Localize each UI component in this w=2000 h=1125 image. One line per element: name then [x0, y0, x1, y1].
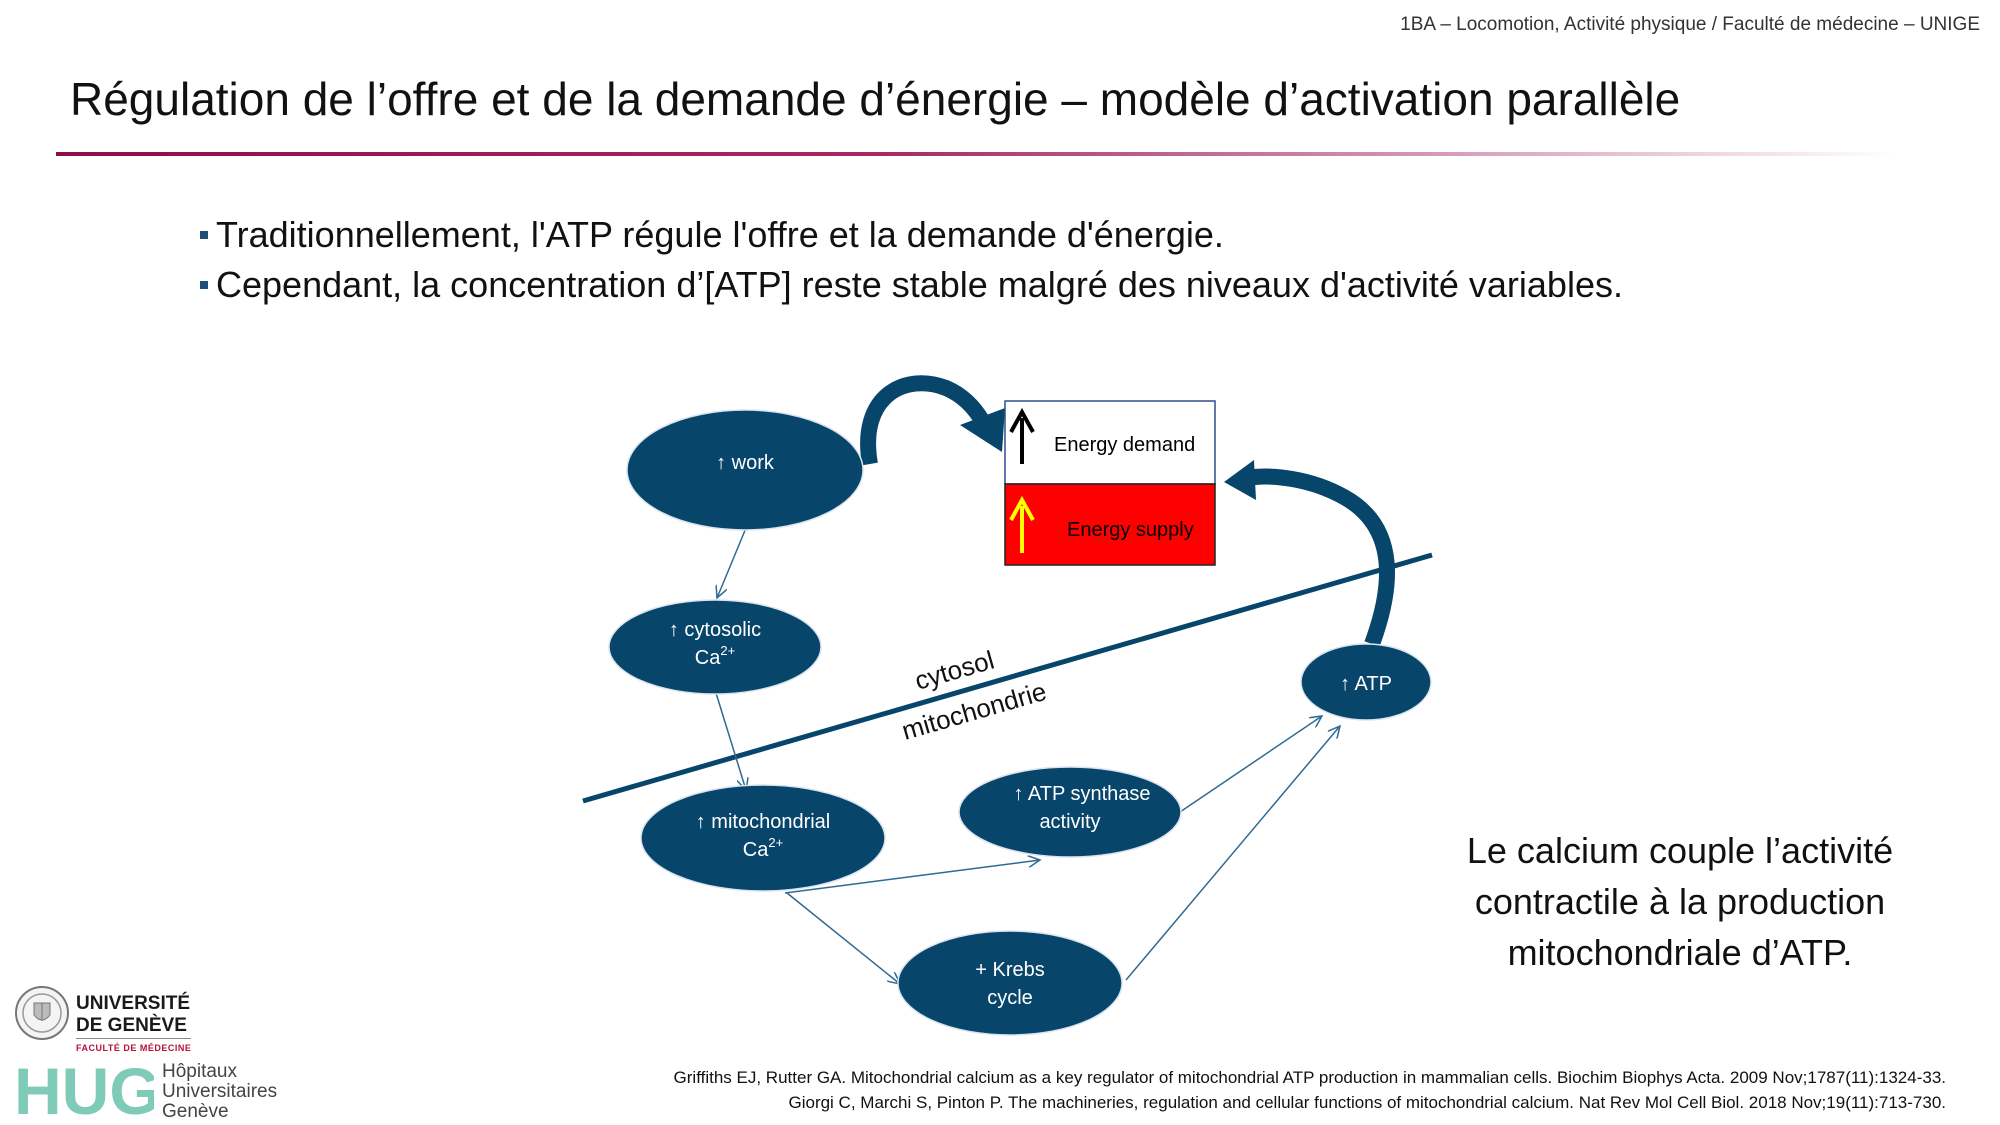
- bullet-list: Traditionnellement, l'ATP régule l'offre…: [200, 210, 1623, 310]
- node-cytosolic-ca-label: Ca2+: [695, 643, 735, 669]
- reference-line: Giorgi C, Marchi S, Pinton P. The machin…: [788, 1093, 1946, 1112]
- node-cytosolic-label: ↑ cytosolic: [669, 619, 761, 641]
- curved-arrow-work-to-demand: [860, 375, 990, 466]
- hug-line: Genève: [162, 1101, 229, 1122]
- curved-arrow-work-to-demand-head: [960, 408, 1005, 452]
- node-synthase-label-2: activity: [1039, 811, 1100, 833]
- node-work-label: ↑ work: [716, 452, 775, 474]
- arrow-cytosolic-to-mito: [715, 692, 746, 790]
- unige-line: DE GENÈVE: [76, 1015, 187, 1036]
- energy-demand-box: [1004, 400, 1216, 485]
- course-header: 1BA – Locomotion, Activité physique / Fa…: [1400, 14, 1980, 35]
- cytosol-label: cytosol: [911, 645, 997, 696]
- unige-faculty: FACULTÉ DE MÉDECINE: [76, 1043, 192, 1053]
- references: Griffiths EJ, Rutter GA. Mitochondrial c…: [674, 1065, 1946, 1115]
- node-atp-label: ↑ ATP: [1340, 673, 1392, 695]
- arrow-synthase-to-atp: [1179, 716, 1322, 813]
- svg-text:HUG: HUG: [14, 1058, 154, 1120]
- arrow-mito-to-synthase: [784, 860, 1040, 894]
- unige-seal-icon: [15, 986, 69, 1040]
- curved-arrow-atp-to-supply-head: [1224, 460, 1256, 500]
- curved-arrow-atp-to-supply: [1246, 468, 1396, 647]
- unige-wordmark: UNIVERSITÉ DE GENÈVE: [76, 993, 190, 1037]
- arrow-work-to-cytosolic: [717, 527, 747, 598]
- energy-supply-label: Energy supply: [1067, 519, 1194, 541]
- conclusion-line: mitochondriale d’ATP.: [1507, 932, 1853, 973]
- hug-wordmark: Hôpitaux Universitaires Genève: [162, 1062, 277, 1122]
- membrane-line: [582, 552, 1433, 804]
- unige-divider: [76, 1038, 191, 1039]
- bullet-marker: [200, 231, 208, 240]
- node-mito-ca-label: Ca2+: [743, 835, 783, 861]
- demand-up-arrow-icon: [1009, 407, 1035, 464]
- conclusion-line: contractile à la production: [1474, 881, 1886, 922]
- title-underline: [56, 152, 1896, 156]
- arrow-krebs-to-atp: [1125, 726, 1340, 981]
- slide-title: Régulation de l’offre et de la demande d…: [70, 73, 1681, 125]
- hug-line: Universitaires: [162, 1081, 278, 1102]
- energy-supply-box: [1004, 483, 1216, 566]
- conclusion-text: Le calcium couple l’activité contractile…: [1400, 825, 1960, 978]
- unige-line: UNIVERSITÉ: [76, 993, 191, 1014]
- bullet-marker: [200, 281, 208, 290]
- hug-line: Hôpitaux: [162, 1061, 237, 1082]
- supply-up-arrow-icon: [1009, 495, 1035, 553]
- node-synthase-label: ↑ ATP synthase: [1013, 783, 1150, 805]
- node-work: ↑ work: [626, 409, 864, 531]
- bullet-text: Traditionnellement, l'ATP régule l'offre…: [216, 214, 1224, 255]
- arrow-mito-to-krebs: [786, 892, 900, 984]
- node-krebs: + Krebs cycle: [897, 930, 1123, 1036]
- node-mito-label: ↑ mitochondrial: [696, 811, 831, 833]
- conclusion-line: Le calcium couple l’activité: [1466, 830, 1894, 871]
- bullet-text: Cependant, la concentration d’[ATP] rest…: [216, 264, 1623, 305]
- energy-demand-label: Energy demand: [1054, 434, 1195, 456]
- bullet-item: Cependant, la concentration d’[ATP] rest…: [200, 260, 1623, 310]
- node-krebs-label-2: cycle: [987, 987, 1033, 1009]
- node-atp-synthase: ↑ ATP synthase activity: [958, 766, 1182, 858]
- node-cytosolic-ca: ↑ cytosolic Ca2+: [608, 599, 822, 695]
- node-mitochondrial-ca: ↑ mitochondrial Ca2+: [640, 784, 886, 892]
- hug-logo-icon: HUG: [14, 1058, 154, 1120]
- bullet-item: Traditionnellement, l'ATP régule l'offre…: [200, 210, 1623, 260]
- node-atp: ↑ ATP: [1300, 643, 1432, 721]
- reference-line: Griffiths EJ, Rutter GA. Mitochondrial c…: [673, 1068, 1946, 1087]
- node-krebs-label: + Krebs: [975, 959, 1044, 981]
